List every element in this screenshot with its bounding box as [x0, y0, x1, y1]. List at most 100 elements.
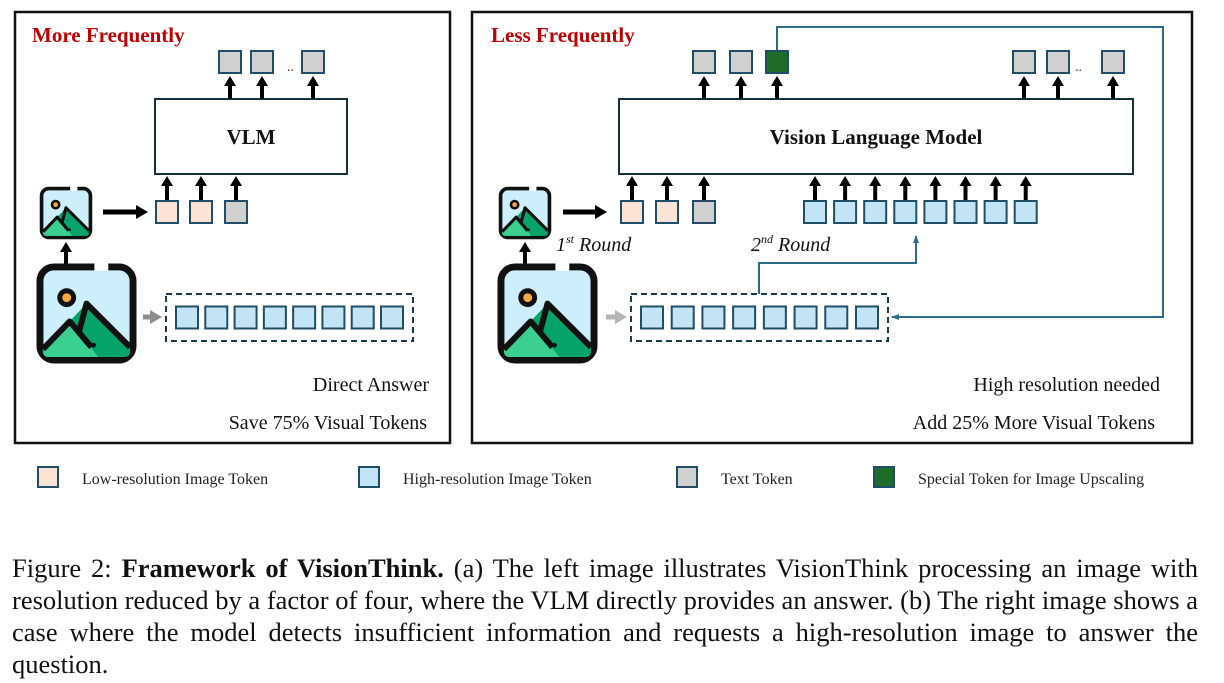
vlm-label: VLM: [227, 125, 276, 149]
up-arrow-icon: [929, 176, 942, 200]
high-token: [670, 305, 695, 330]
up-arrow-icon: [698, 176, 710, 200]
high-token: [855, 305, 879, 330]
low-token: [189, 200, 213, 224]
up-arrow-icon: [1019, 176, 1032, 200]
up-arrow-icon: [224, 76, 236, 99]
high-token: [793, 305, 818, 330]
right-panel-title: Less Frequently: [491, 23, 635, 47]
right-panel-tokens: [497, 50, 1125, 364]
legend-label: High-resolution Image Token: [403, 471, 592, 488]
caption-title: Framework of VisionThink.: [121, 553, 444, 583]
upscale-connector-line: [776, 26, 1164, 320]
vlm-box: [154, 98, 348, 175]
text-token: [729, 50, 753, 74]
high-token: [175, 305, 199, 330]
vision-language-model-box: [618, 98, 1134, 175]
up-arrow-icon: [698, 76, 710, 99]
legend-label: Special Token for Image Upscaling: [918, 471, 1144, 488]
highres-token-bar: [630, 293, 889, 342]
up-arrow-icon: [161, 176, 173, 200]
high-token: [732, 305, 757, 330]
legend-item-special: Special Token for Image Upscaling: [873, 466, 1144, 488]
legend-swatch: [37, 466, 59, 488]
text-token: [1046, 50, 1070, 74]
up-arrow-icon: [307, 76, 319, 99]
caption-prefix: Figure 2:: [12, 553, 122, 583]
text-token: [692, 200, 716, 224]
high-token: [863, 200, 888, 224]
figure-caption: Figure 2: Framework of VisionThink. (a) …: [12, 552, 1198, 680]
high-token: [983, 200, 1008, 224]
gray-arrow-icon: [143, 310, 162, 324]
high-token: [350, 305, 375, 330]
left-panel-border: [13, 10, 452, 445]
up-arrow-icon: [809, 176, 821, 200]
gray-arrow-icon: [606, 310, 627, 324]
up-arrow-icon: [899, 176, 912, 200]
round2-connector-line: [758, 235, 919, 294]
left-panel: More Frequently VLM .. Direct Answer Sav…: [13, 10, 452, 445]
high-token: [833, 200, 858, 224]
vision-language-model-label: Vision Language Model: [770, 125, 983, 149]
high-token: [803, 200, 827, 224]
high-token: [204, 305, 229, 330]
high-token: [893, 200, 918, 224]
up-arrow-icon: [869, 176, 882, 200]
right-arrow-icon: [103, 205, 148, 219]
left-note-save-tokens: Save 75% Visual Tokens: [229, 412, 428, 434]
round2-label: 2nd Round: [751, 232, 831, 256]
legend-item-low: Low-resolution Image Token: [37, 466, 268, 488]
high-token: [380, 305, 404, 330]
large-image-icon: [497, 263, 598, 364]
high-token: [640, 305, 664, 330]
up-arrow-icon: [839, 176, 852, 200]
low-token: [155, 200, 179, 224]
up-arrow-icon: [60, 242, 72, 264]
round1-label: 1st Round: [556, 232, 632, 256]
high-token: [762, 305, 787, 330]
high-token: [923, 200, 948, 224]
up-arrow-icon: [1052, 76, 1064, 99]
large-image-icon: [36, 263, 137, 364]
small-image-icon: [39, 186, 93, 240]
legend-label: Low-resolution Image Token: [82, 471, 268, 488]
legend-swatch: [873, 466, 895, 488]
text-token: [301, 50, 325, 74]
special-token: [765, 50, 789, 74]
up-arrow-icon: [1107, 76, 1119, 99]
high-token: [233, 305, 258, 330]
text-token: [224, 200, 248, 224]
up-arrow-icon: [519, 242, 531, 264]
up-arrow-icon: [626, 176, 638, 200]
caption-body: (a) The left image illustrates VisionThi…: [12, 553, 1198, 679]
text-token: [218, 50, 242, 74]
low-token: [620, 200, 644, 224]
framework-figure: More Frequently VLM .. Direct Answer Sav…: [13, 10, 1194, 488]
high-token: [262, 305, 287, 330]
right-note-high-res-needed: High resolution needed: [973, 374, 1160, 396]
highres-token-bar: [165, 293, 414, 342]
up-arrow-icon: [230, 176, 242, 200]
right-note-add-tokens: Add 25% More Visual Tokens: [913, 412, 1155, 434]
high-token: [1013, 200, 1038, 224]
right-panel-border: [470, 10, 1194, 445]
legend-swatch: [358, 466, 380, 488]
high-token: [321, 305, 346, 330]
legend-item-text: Text Token: [676, 466, 793, 488]
right-arrow-icon: [563, 205, 607, 219]
left-panel-title: More Frequently: [32, 23, 185, 47]
small-image-icon: [498, 186, 552, 240]
up-arrow-icon: [195, 176, 207, 200]
high-token: [292, 305, 317, 330]
left-note-direct-answer: Direct Answer: [313, 374, 429, 396]
left-panel-tokens: [36, 50, 414, 364]
text-token: [692, 50, 716, 74]
up-arrow-icon: [989, 176, 1002, 200]
legend-swatch: [676, 466, 698, 488]
legend-item-high: High-resolution Image Token: [358, 466, 592, 488]
low-token: [655, 200, 679, 224]
output-ellipsis: ..: [287, 60, 294, 75]
output-ellipsis-right: ..: [1075, 60, 1082, 75]
legend: Low-resolution Image Token High-resolutio…: [37, 466, 1144, 488]
